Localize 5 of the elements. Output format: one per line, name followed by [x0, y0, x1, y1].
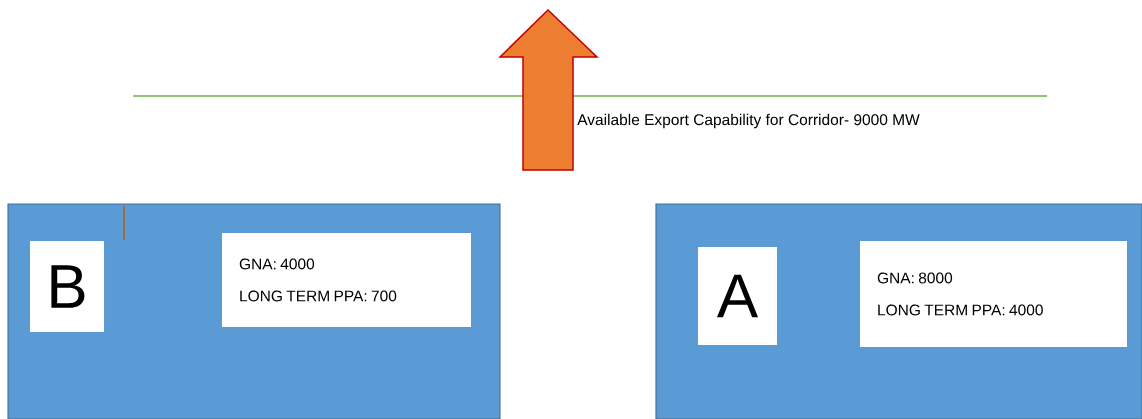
- letter-box: A: [698, 247, 777, 345]
- info-box: GNA: 4000 LONG TERM PPA: 700: [222, 233, 471, 327]
- capability-label: Available Export Capability for Corridor- 9000 MW: [577, 113, 920, 129]
- letter-box: B: [30, 241, 104, 332]
- info-box: GNA: 8000 LONG TERM PPA: 4000: [860, 241, 1127, 347]
